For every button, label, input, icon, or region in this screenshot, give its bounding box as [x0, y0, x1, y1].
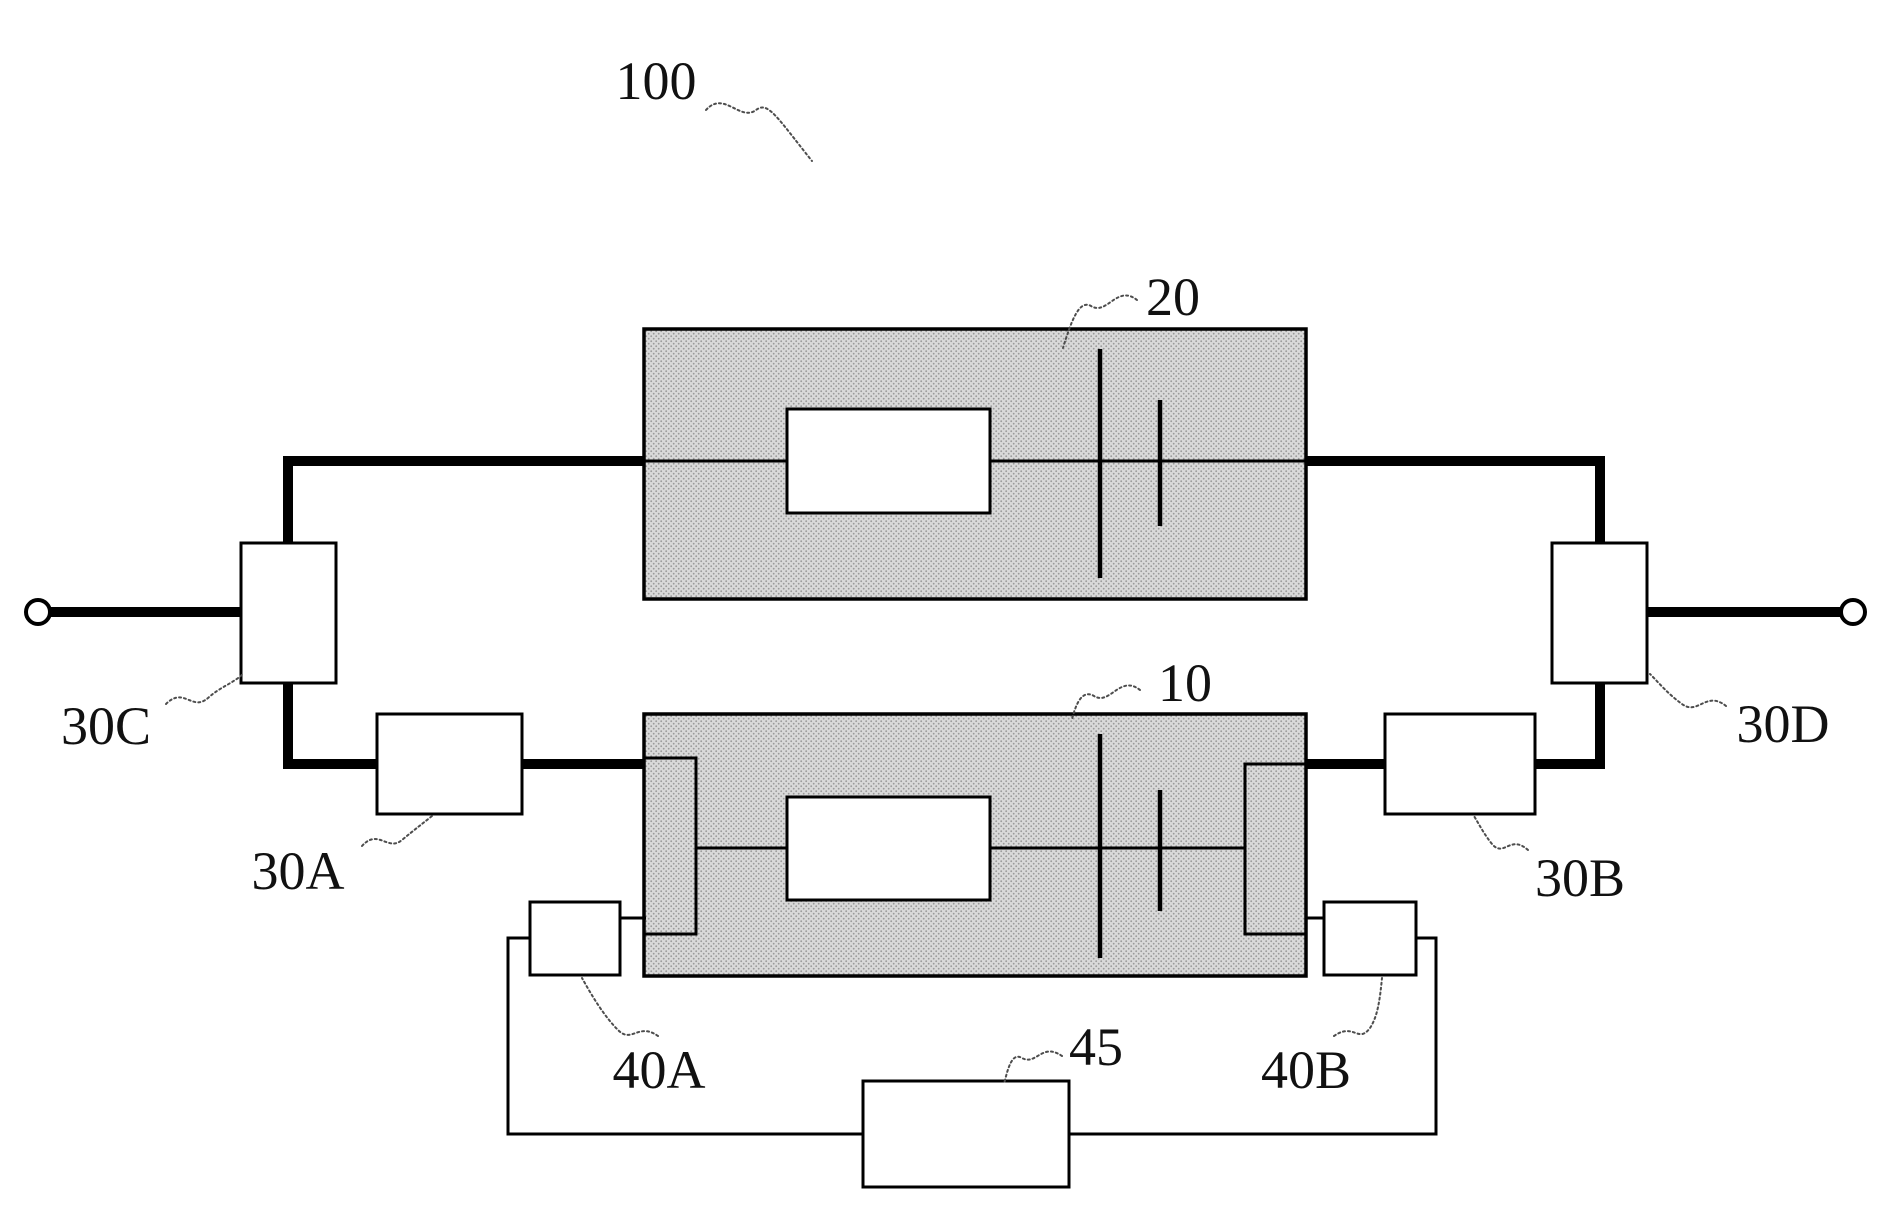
- leader-40b: [1333, 977, 1383, 1037]
- block-20-inner-element: [785, 407, 992, 515]
- terminal-right: [1839, 598, 1867, 626]
- label-20: 20: [1146, 267, 1200, 327]
- wire-group: [50, 456, 1842, 769]
- leader-30a: [361, 815, 433, 847]
- block-20: [642, 327, 1308, 601]
- block-10-left-electrode: [642, 756, 698, 936]
- component-boxes: [239, 541, 1649, 1189]
- label-40b: 40B: [1261, 1040, 1351, 1100]
- terminal-left: [24, 598, 52, 626]
- leader-10: [1071, 684, 1141, 720]
- wire-top-branch-left: [283, 456, 644, 543]
- label-30c: 30C: [61, 696, 151, 756]
- label-30d: 30D: [1737, 694, 1830, 754]
- box-30a: [375, 712, 524, 816]
- leader-30d: [1649, 673, 1727, 709]
- label-40a: 40A: [613, 1040, 706, 1100]
- block-10-right-electrode: [1243, 762, 1308, 936]
- label-45: 45: [1069, 1017, 1123, 1077]
- box-40a: [528, 900, 622, 977]
- reference-labels: 100 20 10 30C 30D 30A 30B 40A 40B 45: [61, 51, 1830, 1100]
- label-30b: 30B: [1535, 848, 1625, 908]
- wire-bottom-branch-right: [1535, 683, 1605, 769]
- label-100: 100: [616, 51, 697, 111]
- label-30a: 30A: [252, 841, 345, 901]
- box-40b: [1322, 900, 1418, 977]
- wire-bottom-branch-left: [283, 683, 377, 769]
- leader-lines: [165, 102, 1727, 1085]
- box-30d: [1550, 541, 1649, 685]
- wire-top-branch-right: [1306, 456, 1605, 543]
- box-45: [861, 1079, 1071, 1189]
- block-10: [642, 712, 1308, 978]
- leader-30c: [165, 673, 244, 705]
- leader-40a: [581, 977, 659, 1037]
- leader-30b: [1473, 815, 1529, 851]
- leader-45: [1003, 1050, 1063, 1085]
- box-30b: [1383, 712, 1537, 816]
- label-10: 10: [1158, 653, 1212, 713]
- leader-100: [705, 102, 813, 162]
- block-10-inner-element: [785, 795, 992, 902]
- box-30c: [239, 541, 338, 685]
- terminals: [24, 598, 1867, 626]
- leader-20: [1062, 294, 1138, 349]
